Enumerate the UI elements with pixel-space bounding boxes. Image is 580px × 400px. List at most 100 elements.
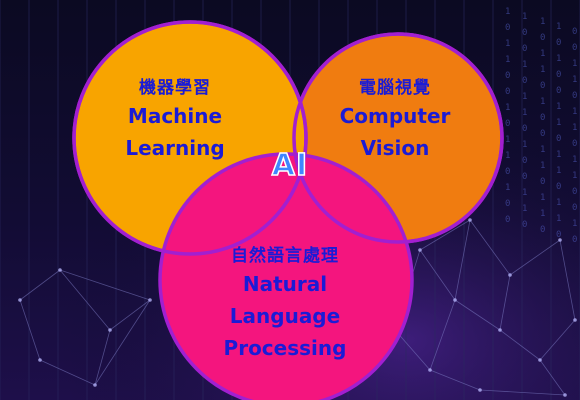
network-edge [19,299,41,361]
network-edge [39,359,96,386]
network-edge [429,299,456,371]
binary-digit: 1 [540,97,545,107]
network-node [108,328,112,332]
binary-digit: 0 [522,28,527,38]
network-node [573,318,577,322]
binary-digit: 0 [522,156,527,166]
binary-digit: 0 [556,38,561,48]
network-edge [394,329,431,371]
network-edge [454,219,471,301]
network-edge [419,219,471,251]
nlp-circle [158,152,414,400]
binary-digit: 1 [556,118,561,128]
network-edge [559,239,576,321]
binary-digit: 1 [540,17,545,27]
binary-digit: 0 [540,225,545,235]
network-node [538,358,542,362]
binary-digit: 0 [556,86,561,96]
network-node [418,248,422,252]
network-node [478,388,482,392]
binary-digit: 1 [556,166,561,176]
binary-digit: 0 [522,172,527,182]
binary-digit: 1 [522,140,527,150]
binary-digit: 1 [540,161,545,171]
network-edge [94,299,151,386]
binary-digit: 1 [522,60,527,70]
binary-digit: 0 [572,203,577,213]
binary-digit: 1 [522,12,527,22]
binary-digit: 1 [505,151,510,161]
binary-digit: 1 [522,92,527,102]
binary-digit: 0 [505,215,510,225]
binary-digit: 0 [540,113,545,123]
network-node [468,218,472,222]
binary-digit: 0 [522,220,527,230]
binary-digit: 0 [505,23,510,33]
binary-digit: 0 [522,76,527,86]
binary-digit: 1 [556,198,561,208]
nlp-en-line1: Natural [242,272,328,296]
computer-vision-zh: 電腦視覺 [359,78,431,98]
binary-digit: 1 [556,54,561,64]
machine-learning-outline [72,20,308,256]
binary-digit: 0 [556,134,561,144]
binary-digit: 0 [522,124,527,134]
binary-digit: 0 [572,91,577,101]
binary-digit: 0 [540,177,545,187]
nlp-en-line3: Processing [223,336,347,360]
binary-digit: 0 [556,70,561,80]
binary-digit: 0 [505,87,510,97]
binary-rain: 1 0 1 1 0 0 1 0 1 1 0 1 0 0 1 0 0 1 0 1 1 0 1 0 0 1 1 0 1 0 1 1 0 1 0 0 1 1 0 1… [505,7,577,245]
binary-digit: 0 [505,71,510,81]
network-edge [419,249,456,301]
network-edge [454,299,501,331]
machine-learning-label: 機器學習 Machine Learning [90,76,260,164]
machine-learning-zh: 機器學習 [139,78,211,98]
binary-digit: 1 [556,214,561,224]
network-edge [19,269,61,301]
binary-digit: 1 [572,171,577,181]
network-edge [509,239,561,276]
network-node [498,328,502,332]
binary-digit: 1 [556,22,561,32]
network-edge [539,319,576,361]
binary-digit: 0 [505,199,510,209]
network-node [38,358,42,362]
binary-digit: 1 [505,39,510,49]
binary-digit: 0 [505,119,510,129]
network-edge [499,274,511,331]
machine-learning-en-line1: Machine [127,104,223,128]
computer-vision-en-line2: Vision [360,136,430,160]
network-edge [469,219,511,276]
binary-digit: 0 [522,44,527,54]
network-node [18,298,22,302]
binary-digit: 1 [522,204,527,214]
network-lines [19,219,576,396]
binary-digit: 1 [540,145,545,155]
binary-digit: 1 [522,108,527,118]
binary-digit: 0 [505,167,510,177]
binary-digit: 0 [572,43,577,53]
binary-digit: 1 [556,150,561,160]
binary-digit: 1 [540,209,545,219]
binary-digit: 1 [556,102,561,112]
binary-digit: 1 [522,188,527,198]
network-edge [499,329,541,361]
binary-digit: 0 [572,139,577,149]
network-edge [539,359,566,396]
binary-digit: 1 [540,193,545,203]
network-edge [479,389,566,396]
nlp-label: 自然語言處理 Natural Language Processing [185,244,385,364]
binary-digit: 1 [540,65,545,75]
network-edge [109,299,151,331]
network-node [58,268,62,272]
network-node [93,383,97,387]
nlp-en-line2: Language [229,304,341,328]
binary-digit: 1 [505,183,510,193]
network-edge [429,369,481,391]
computer-vision-outline [292,32,504,244]
network-edge [59,269,151,301]
nlp-zh: 自然語言處理 [231,246,339,266]
